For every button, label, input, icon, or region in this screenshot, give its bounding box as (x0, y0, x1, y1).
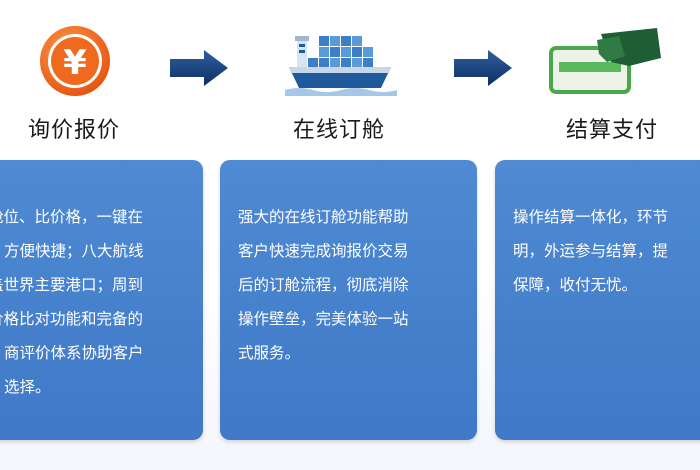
card-line: 操作结算一体化，环节 (513, 208, 669, 226)
inquiry-description-card: 舱位、比价格，一键在 方便快捷；八大航线 盖世界主要港口；周到 价格比对功能和完… (0, 160, 203, 440)
card-line: 盖世界主要港口；周到 (0, 276, 144, 294)
arrow-right-icon (452, 48, 514, 88)
card-line: 式服务。 (238, 344, 301, 362)
yen-coin-icon: ¥ (38, 24, 112, 98)
card-line: 选择。 (4, 378, 51, 396)
card-line: 客户快速完成询报价交易 (238, 242, 409, 260)
card-line: 商评价体系协助客户 (4, 344, 144, 362)
card-line: 明，外运参与结算，提 (513, 242, 669, 260)
card-text: 操作结算一体化，环节 明，外运参与结算，提 保障，收付无忧。 (513, 200, 668, 302)
card-line: 方便快捷；八大航线 (4, 242, 144, 260)
credit-card-icon (545, 22, 665, 100)
arrow-right-icon (168, 48, 230, 88)
booking-description-card: 强大的在线订舱功能帮助 客户快速完成询报价交易 后的订舱流程，彻底消除 操作壁垒… (220, 160, 477, 440)
card-line: 保障，收付无忧。 (513, 276, 638, 294)
step-title-inquiry: 询价报价 (28, 118, 121, 143)
card-line: 舱位、比价格，一键在 (0, 208, 144, 226)
card-line: 操作壁垒，完美体验一站 (238, 310, 409, 328)
card-text: 舱位、比价格，一键在 方便快捷；八大航线 盖世界主要港口；周到 价格比对功能和完… (0, 200, 144, 404)
card-text: 强大的在线订舱功能帮助 客户快速完成询报价交易 后的订舱流程，彻底消除 操作壁垒… (238, 200, 409, 370)
step-title-booking: 在线订舱 (293, 118, 386, 143)
card-line: 强大的在线订舱功能帮助 (238, 208, 409, 226)
settlement-description-card: 操作结算一体化，环节 明，外运参与结算，提 保障，收付无忧。 (495, 160, 700, 440)
cargo-ship-icon (285, 22, 397, 100)
card-line: 后的订舱流程，彻底消除 (238, 276, 409, 294)
card-line: 价格比对功能和完备的 (0, 310, 144, 328)
step-title-settlement: 结算支付 (566, 118, 659, 143)
yen-symbol: ¥ (63, 43, 87, 83)
